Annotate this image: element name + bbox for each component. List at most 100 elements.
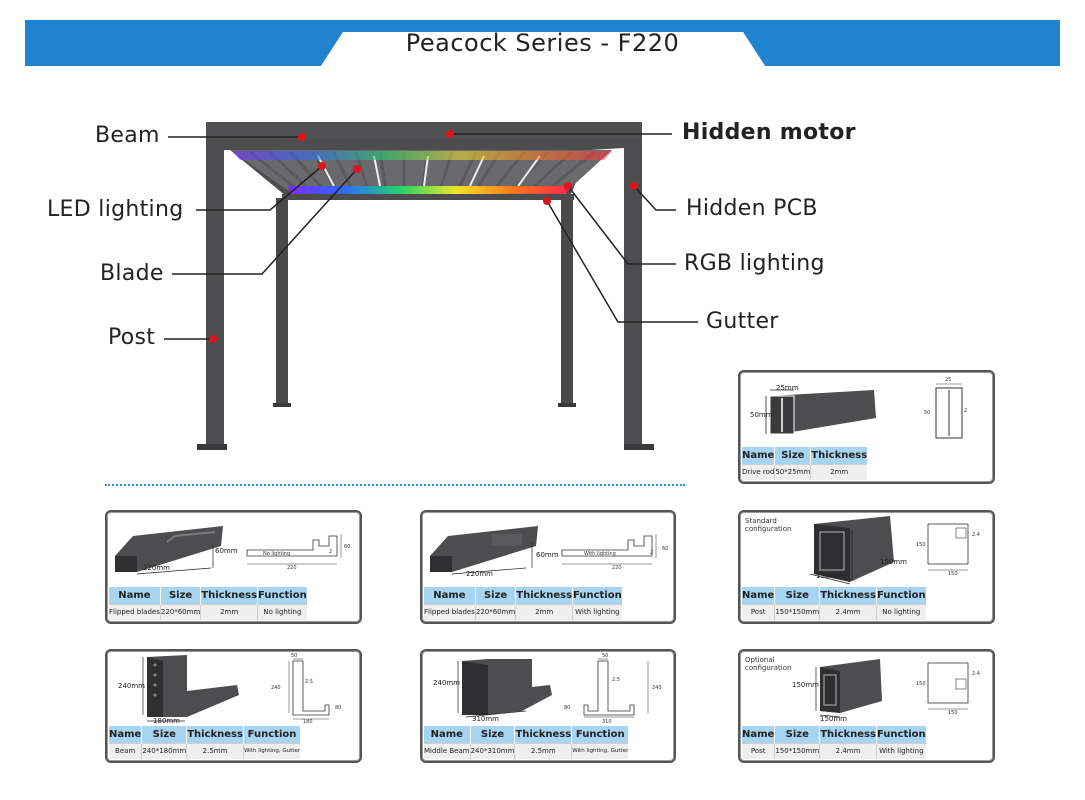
spec-card-beam: 240mm 180mm 50 240 2.5 180 80 Name Size … (105, 649, 362, 763)
title-banner (25, 20, 1060, 66)
flipped-blade-lit-illustration (430, 526, 657, 575)
cell-thickness: 2mm (810, 463, 868, 480)
flipped-blade-section-thickness: 2 (329, 549, 333, 555)
beam-height-dim: 240mm (118, 682, 145, 690)
header-thickness: Thickness (515, 587, 574, 604)
header-size: Size (475, 587, 517, 604)
flipped-blade-lit-height-dim: 60mm (536, 551, 559, 559)
beam-section-thickness: 2.5 (305, 679, 313, 685)
post-illustration (809, 516, 969, 585)
drive-rod-illustration (765, 383, 963, 439)
header-size: Size (774, 587, 821, 604)
front-post-left (206, 122, 224, 448)
back-post-right (561, 198, 573, 406)
header-function: Function (257, 587, 307, 604)
header-name: Name (424, 726, 471, 743)
drive-rod-width-dim: 25mm (776, 384, 799, 392)
middle-beam-section-width: 310 (602, 719, 612, 725)
led-marker (318, 162, 326, 170)
beam-section-top: 50 (291, 653, 298, 659)
callout-led-lighting: LED lighting (47, 197, 184, 222)
callout-rgb-lighting: RGB lighting (684, 251, 825, 276)
beam-marker (298, 133, 306, 141)
blade-marker (353, 165, 361, 173)
header-name: Name (109, 726, 143, 743)
cell-function: With lighting, Gutter (243, 742, 301, 759)
header-thickness: Thickness (200, 587, 259, 604)
cell-size: 50*25mm (774, 463, 812, 480)
header-function: Function (572, 587, 622, 604)
header-name: Name (109, 587, 161, 604)
configuration-tag: Standard configuration (745, 517, 792, 533)
flipped-blade-width-dim: 220mm (143, 564, 170, 572)
header-size: Size (141, 726, 188, 743)
callout-post: Post (108, 325, 156, 350)
cell-size: 220*60mm (160, 603, 202, 620)
configuration-tag: Optional configuration (745, 656, 792, 672)
middle-beam-illustration (457, 658, 649, 718)
spec-card-post-optional: Optional configuration 150mm 150mm 150 1… (738, 649, 995, 763)
post-optional-section-height: 150 (916, 681, 926, 687)
spec-card-flipped-blades-with-lighting: 220mm 60mm 220 60 2 With lighting Name S… (420, 510, 676, 624)
motor-marker (446, 130, 454, 138)
post-standard-spec-table: Name Size Thickness Function Post 150*15… (742, 587, 926, 620)
middle-beam-section-top: 50 (602, 653, 609, 659)
spec-card-flipped-blades-no-lighting: 220mm 60mm 220 60 2 No lighting Name Siz… (105, 510, 362, 624)
header-thickness: Thickness (186, 726, 244, 743)
post-optional-width-dim: 150mm (820, 715, 847, 723)
cell-size: 150*150mm (774, 742, 821, 759)
pcb-marker (630, 182, 638, 190)
header-size: Size (160, 587, 202, 604)
header-name: Name (424, 587, 476, 604)
flipped-blade-lit-section-note: With lighting (584, 551, 616, 557)
cell-size: 240*180mm (141, 742, 188, 759)
cell-size: 240*310mm (470, 742, 516, 759)
post-optional-spec-table: Name Size Thickness Function Post 150*15… (742, 726, 926, 759)
cell-size: 150*150mm (774, 603, 821, 620)
post-marker (209, 335, 217, 343)
beam-section-side: 80 (335, 705, 342, 711)
middle-beam-height-dim: 240mm (433, 679, 460, 687)
callout-gutter: Gutter (706, 309, 779, 334)
post-optional-section-thickness: 2.4 (972, 671, 980, 677)
cell-name: Post (742, 603, 776, 620)
spec-card-post-standard: Standard configuration 150mm 150mm 150 1… (738, 510, 995, 624)
beam-spec-table: Name Size Thickness Function Beam 240*18… (109, 726, 301, 759)
header-function: Function (571, 726, 629, 743)
callout-beam: Beam (95, 123, 160, 148)
back-post-left (276, 198, 288, 406)
rgb-glow (232, 151, 612, 160)
cell-thickness: 2.4mm (819, 742, 877, 759)
middle-beam-section-side: 80 (564, 705, 571, 711)
page-title: Peacock Series - F220 (405, 29, 680, 57)
gutter-marker (543, 197, 551, 205)
callout-blade: Blade (100, 261, 164, 286)
header-size: Size (774, 447, 812, 464)
middle-beam-width-dim: 310mm (472, 715, 499, 723)
cell-function: With lighting, Gutter (571, 742, 629, 759)
beam-section-width: 180 (303, 719, 313, 725)
flipped-blades-no-lighting-spec-table: Name Size Thickness Function Flipped bla… (109, 587, 307, 620)
header-name: Name (742, 726, 776, 743)
gutter-rail (282, 194, 574, 200)
flipped-blade-section-note: No lighting (263, 551, 291, 557)
cell-function: With lighting (572, 603, 622, 620)
flipped-blade-lit-section-width: 220 (612, 565, 622, 571)
cell-name: Middle Beam (424, 742, 471, 759)
cell-function: No lighting (257, 603, 307, 620)
beam-section-height: 240 (271, 685, 281, 691)
post-section-width: 150 (948, 571, 958, 577)
post-optional-height-dim: 150mm (792, 681, 819, 689)
cell-name: Beam (109, 742, 143, 759)
callout-hidden-pcb: Hidden PCB (686, 196, 818, 221)
cell-name: Flipped blades (424, 603, 476, 620)
cell-thickness: 2mm (515, 603, 574, 620)
header-function: Function (876, 587, 926, 604)
flipped-blade-illustration (115, 526, 342, 575)
cell-size: 220*60mm (475, 603, 517, 620)
post-optional-illustration (815, 659, 969, 718)
cell-thickness: 2.5mm (186, 742, 244, 759)
cell-name: Flipped blades (109, 603, 161, 620)
flipped-blades-with-lighting-spec-table: Name Size Thickness Function Flipped bla… (424, 587, 622, 620)
cell-thickness: 2.5mm (514, 742, 573, 759)
